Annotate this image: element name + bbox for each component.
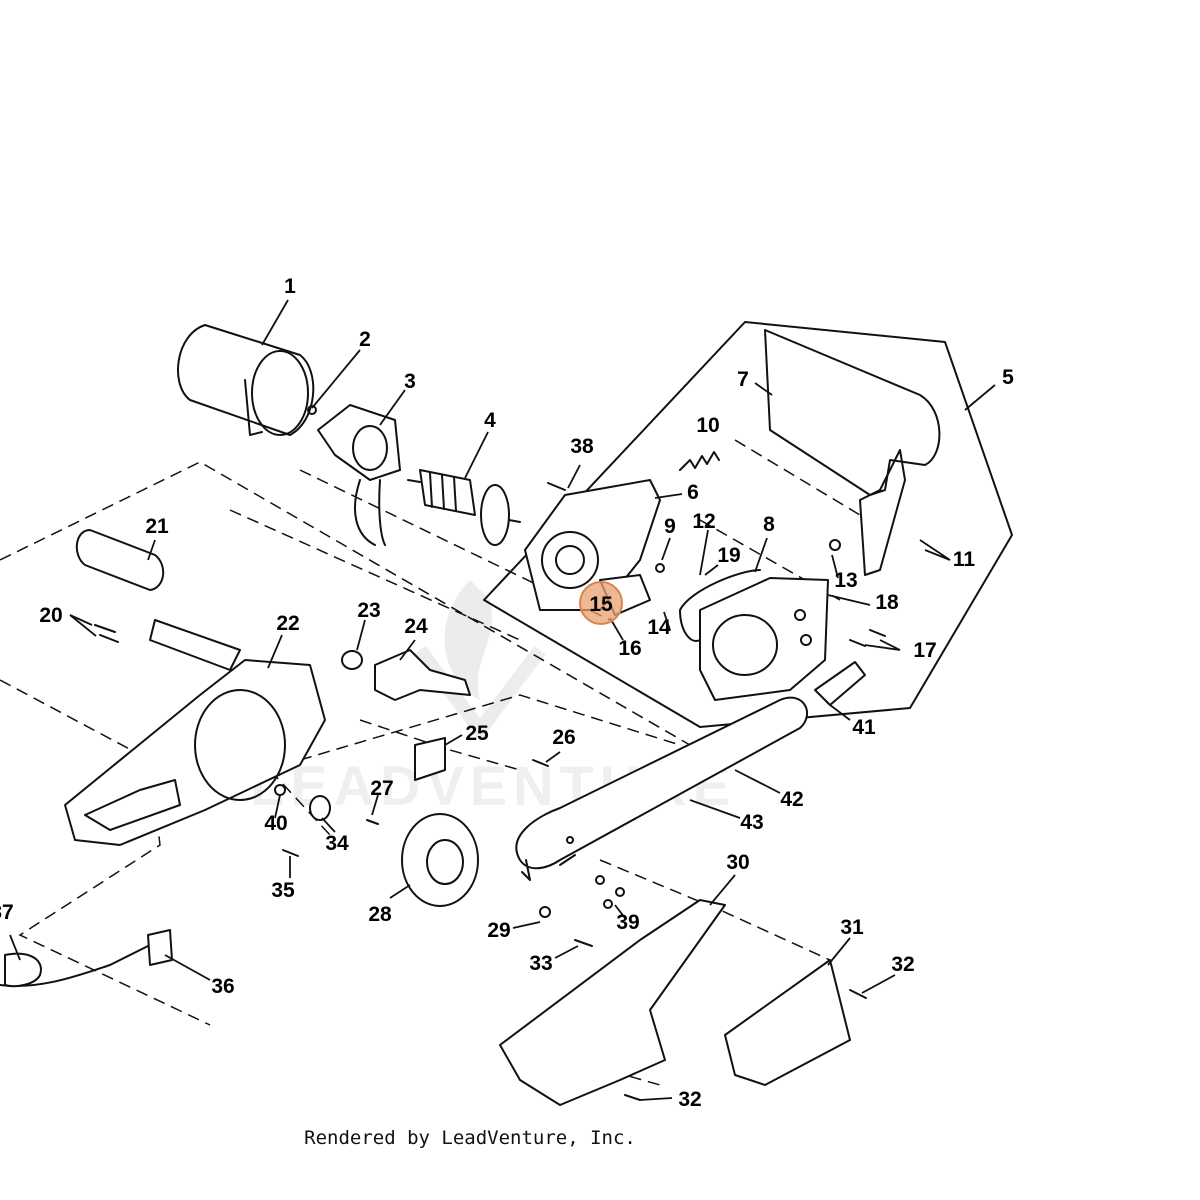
footer-credit: Rendered by LeadVenture, Inc. (304, 1127, 636, 1149)
callout-11[interactable]: 11 (953, 548, 976, 571)
bar-clamp[interactable] (814, 661, 866, 706)
chain-guard[interactable] (724, 959, 851, 1086)
callout-40[interactable]: 40 (264, 812, 287, 835)
callout-3[interactable]: 3 (404, 370, 416, 393)
washer[interactable] (307, 405, 317, 415)
callout-26[interactable]: 26 (552, 726, 575, 749)
callout-17[interactable]: 17 (913, 639, 936, 662)
callout-33[interactable]: 33 (529, 952, 552, 975)
callout-16[interactable]: 16 (618, 637, 641, 660)
bushing[interactable] (309, 795, 331, 821)
rear-housing[interactable] (64, 659, 326, 846)
trigger-button[interactable] (341, 650, 363, 670)
callout-1[interactable]: 1 (284, 275, 296, 298)
callout-24[interactable]: 24 (404, 615, 428, 638)
callout-7[interactable]: 7 (737, 368, 749, 391)
callout-29[interactable]: 29 (487, 919, 510, 942)
field-coil[interactable] (317, 404, 401, 546)
callout-2[interactable]: 2 (359, 328, 371, 351)
callout-19[interactable]: 19 (717, 544, 740, 567)
top-handle[interactable] (764, 329, 941, 576)
callout-21[interactable]: 21 (145, 515, 169, 538)
callout-30[interactable]: 30 (726, 851, 749, 874)
callout-34[interactable]: 34 (325, 832, 349, 855)
callout-8[interactable]: 8 (763, 513, 775, 536)
callout-10[interactable]: 10 (696, 414, 719, 437)
callout-39[interactable]: 39 (616, 911, 639, 934)
gear-cover[interactable] (524, 479, 661, 611)
callout-leaders (9, 299, 996, 1101)
motor-housing[interactable] (177, 324, 315, 436)
callout-41[interactable]: 41 (852, 716, 876, 739)
callout-5[interactable]: 5 (1002, 366, 1014, 389)
guide-bar[interactable] (515, 696, 809, 881)
callout-13[interactable]: 13 (834, 569, 857, 592)
callout-32-upper[interactable]: 32 (891, 953, 914, 976)
housing-assembly-outline (483, 321, 1013, 728)
highlight-marker (579, 581, 623, 625)
leadventure-watermark (414, 580, 546, 742)
callout-6[interactable]: 6 (687, 481, 699, 504)
callout-28[interactable]: 28 (368, 903, 392, 926)
callout-4[interactable]: 4 (484, 409, 496, 432)
callout-43[interactable]: 43 (740, 811, 763, 834)
callout-12[interactable]: 12 (692, 510, 715, 533)
callout-35[interactable]: 35 (271, 879, 295, 902)
callout-36[interactable]: 36 (211, 975, 234, 998)
side-cover[interactable] (499, 899, 726, 1106)
callout-31[interactable]: 31 (840, 916, 864, 939)
gear-box[interactable] (699, 577, 829, 701)
grip-sleeve[interactable] (75, 529, 165, 591)
belt[interactable] (679, 569, 761, 642)
switch[interactable] (414, 737, 446, 781)
callout-23[interactable]: 23 (357, 599, 380, 622)
callout-14[interactable]: 14 (647, 616, 671, 639)
sprocket[interactable] (401, 813, 479, 907)
callout-15[interactable]: 15 (589, 593, 613, 616)
armature[interactable] (407, 469, 521, 546)
callout-27[interactable]: 27 (370, 777, 393, 800)
handle-tube[interactable] (149, 619, 241, 671)
callout-32-lower[interactable]: 32 (678, 1088, 701, 1111)
callout-9[interactable]: 9 (664, 515, 676, 538)
callout-42[interactable]: 42 (780, 788, 803, 811)
callout-22[interactable]: 22 (276, 612, 299, 635)
trigger[interactable] (374, 649, 471, 701)
callout-20[interactable]: 20 (39, 604, 62, 627)
callouts: 1 2 3 4 5 6 7 8 9 10 11 12 13 14 15 16 1… (0, 275, 1014, 1111)
callout-18[interactable]: 18 (875, 591, 899, 614)
callout-25[interactable]: 25 (465, 722, 489, 745)
spring[interactable] (679, 451, 720, 471)
fasteners (94, 482, 886, 1101)
callout-37[interactable]: 37 (0, 901, 14, 924)
callout-38[interactable]: 38 (570, 435, 594, 458)
